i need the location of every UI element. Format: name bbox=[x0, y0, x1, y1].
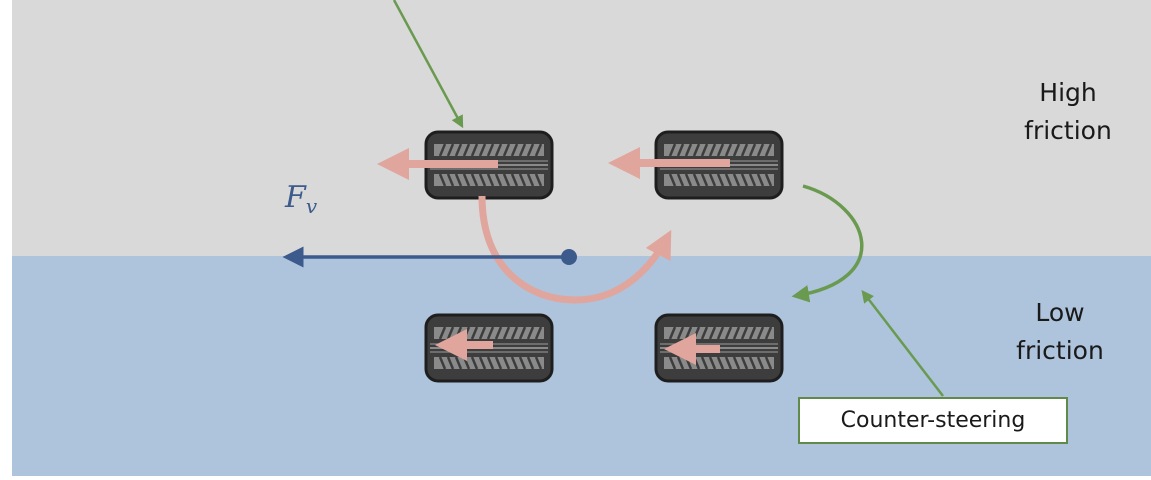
counter-steering-callout: Counter-steering bbox=[798, 397, 1068, 444]
counter-steering-label: Counter-steering bbox=[840, 408, 1026, 433]
high-friction-label: High friction bbox=[1024, 78, 1112, 145]
counter-steering-arc bbox=[791, 184, 864, 303]
callout-pointer-line bbox=[861, 290, 944, 397]
low-friction-label: Low friction bbox=[1016, 298, 1104, 365]
force-label: Fv bbox=[285, 180, 317, 218]
high-friction-zone bbox=[12, 0, 1151, 256]
yaw-rotation-arrow bbox=[478, 195, 672, 304]
force-subscript: v bbox=[305, 194, 318, 218]
top-pointer-line bbox=[392, 0, 464, 129]
force-origin-dot bbox=[561, 249, 577, 265]
force-symbol: F bbox=[285, 180, 306, 215]
